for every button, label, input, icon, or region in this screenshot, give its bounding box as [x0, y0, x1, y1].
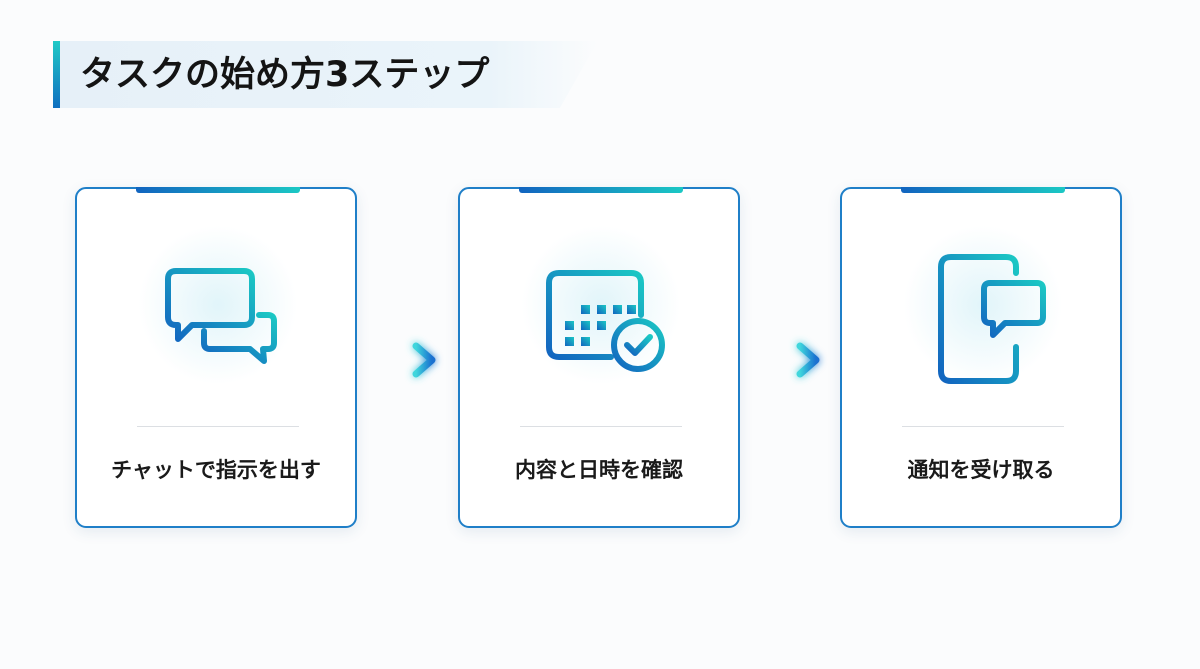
card-divider — [137, 426, 299, 427]
calendar-check-icon — [546, 260, 665, 372]
arrow-right-icon — [376, 342, 436, 378]
card-divider — [902, 426, 1064, 427]
icon-glow — [138, 225, 298, 385]
step-card-1: チャットで指示を出す — [75, 187, 357, 528]
arrow-right-icon — [760, 342, 820, 378]
step-card-3: 通知を受け取る — [840, 187, 1122, 528]
step-label-2: 内容と日時を確認 — [515, 458, 683, 482]
card-accent-bar — [901, 187, 1065, 193]
title-banner — [53, 41, 598, 108]
step-card-2: 内容と日時を確認 — [458, 187, 740, 528]
card-divider — [520, 426, 682, 427]
step-label-3: 通知を受け取る — [907, 458, 1055, 482]
page-title: タスクの始め方3ステップ — [80, 55, 490, 95]
card-accent-bar — [519, 187, 683, 193]
title-accent-bar — [53, 41, 60, 108]
phone-notification-icon — [938, 254, 1046, 384]
step-label-1: チャットで指示を出す — [111, 458, 321, 482]
card-accent-bar — [136, 187, 300, 193]
chat-bubbles-icon — [165, 268, 277, 364]
